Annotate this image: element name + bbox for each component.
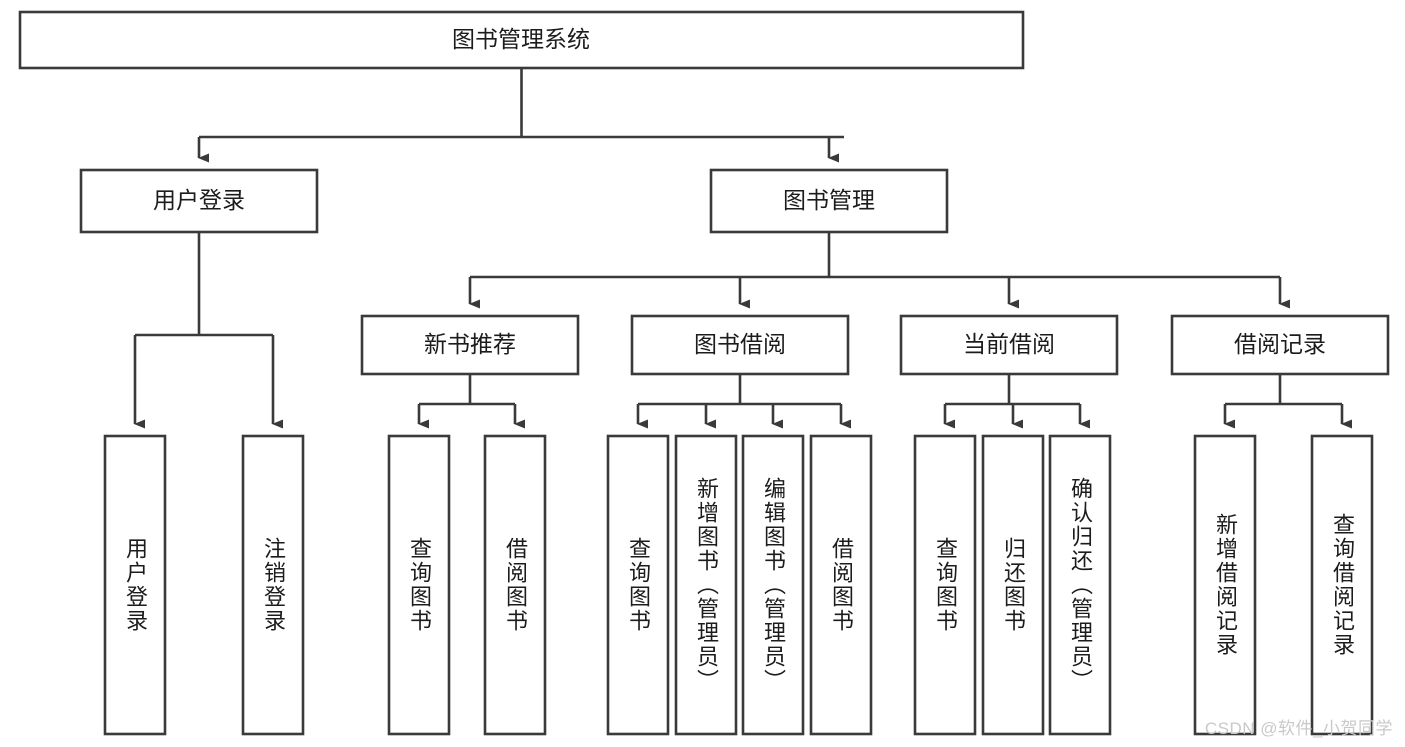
node-book-manage-rect[interactable] (709, 168, 949, 234)
leaf-confirm-return-rect[interactable] (1048, 434, 1112, 736)
leaf-edit-book-rect[interactable] (741, 434, 805, 736)
node-borrow-record[interactable]: 借阅记录 (1170, 314, 1390, 376)
node-book-borrow[interactable]: 图书借阅 (630, 314, 850, 376)
node-book-borrow-rect[interactable] (630, 314, 850, 376)
node-borrow-record-rect[interactable] (1170, 314, 1390, 376)
node-book-manage-label: 图书管理 (783, 187, 875, 213)
node-current-borrow-rect[interactable] (899, 314, 1119, 376)
leaf-borrow-book-recommend-rect[interactable] (483, 434, 547, 736)
node-root-label: 图书管理系统 (452, 26, 590, 52)
node-new-book-recommend-rect[interactable] (360, 314, 580, 376)
node-current-borrow[interactable]: 当前借阅 (899, 314, 1119, 376)
leaf-add-borrow-record-rect[interactable] (1193, 434, 1257, 736)
leaf-query-borrow-record-rect[interactable] (1310, 434, 1374, 736)
leaf-nodes-group (103, 434, 1374, 736)
node-current-borrow-label: 当前借阅 (963, 331, 1055, 357)
leaf-query-book-current-rect[interactable] (913, 434, 977, 736)
leaf-query-book-recommend-rect[interactable] (387, 434, 451, 736)
node-new-book-recommend-label: 新书推荐 (424, 331, 516, 357)
node-root-rect[interactable] (18, 10, 1025, 70)
csdn-watermark: CSDN @软件_小贺同学 (1204, 719, 1393, 738)
edges-group (133, 68, 1352, 429)
node-user-login-rect[interactable] (79, 168, 319, 234)
leaf-add-book-rect[interactable] (674, 434, 738, 736)
node-book-borrow-label: 图书借阅 (694, 331, 786, 357)
node-borrow-record-label: 借阅记录 (1234, 331, 1326, 357)
leaf-query-book-borrow-rect[interactable] (606, 434, 670, 736)
leaf-borrow-book-rect[interactable] (809, 434, 873, 736)
node-user-login-label: 用户登录 (153, 187, 245, 213)
leaf-logout-rect[interactable] (241, 434, 305, 736)
leaf-user-login-rect[interactable] (103, 434, 167, 736)
node-new-book-recommend[interactable]: 新书推荐 (360, 314, 580, 376)
node-root[interactable]: 图书管理系统 (18, 10, 1025, 70)
leaf-return-book-rect[interactable] (981, 434, 1045, 736)
node-book-manage[interactable]: 图书管理 (709, 168, 949, 234)
node-user-login[interactable]: 用户登录 (79, 168, 319, 234)
